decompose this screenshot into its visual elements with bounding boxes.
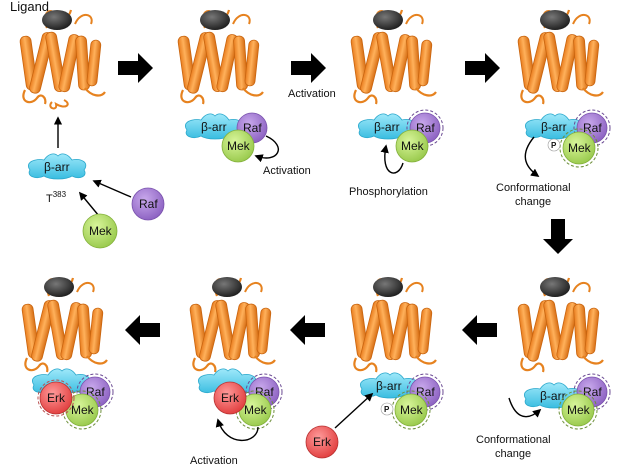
conformational-arrow — [508, 397, 542, 418]
svg-text:Mek: Mek — [89, 224, 113, 238]
mek-protein-4 — [562, 131, 596, 165]
conformational-label-line1: Conformational — [496, 182, 571, 194]
svg-text:Mek: Mek — [400, 403, 424, 417]
block-arrow-right-3 — [465, 53, 500, 83]
svg-text:Mek: Mek — [227, 139, 251, 153]
svg-text:Mek: Mek — [567, 403, 591, 417]
svg-text:Raf: Raf — [416, 121, 435, 135]
svg-text:P: P — [384, 405, 390, 414]
activation-label-bottom: Activation — [263, 165, 311, 177]
svg-text:β-arr: β-arr — [44, 160, 70, 174]
erk-protein-6 — [305, 425, 339, 459]
beta-arrestin-3: β-arr — [357, 113, 417, 140]
raf-halo — [76, 373, 114, 411]
mek-protein-2 — [221, 129, 255, 163]
panel-3-phosphorylation: β-arr Raf Mek Phosphorylation — [349, 8, 444, 198]
svg-text:Raf: Raf — [416, 385, 435, 399]
ligand-icon — [44, 277, 74, 297]
mek-halo — [391, 390, 431, 430]
panel-2-complex-formation: β-arr Raf Mek Activation — [176, 8, 311, 177]
conformational-label-line2: change — [495, 448, 531, 460]
conformational-label-line2: change — [515, 196, 551, 208]
svg-text:Raf: Raf — [583, 121, 602, 135]
ligand-label: Ligand — [10, 0, 49, 14]
svg-text:β-arr: β-arr — [540, 389, 566, 403]
ligand-icon — [373, 277, 403, 297]
t383-label: T383 — [46, 190, 67, 205]
erk-recruit-arrow — [334, 392, 374, 429]
svg-text:Raf: Raf — [139, 197, 158, 211]
mek-halo — [558, 390, 598, 430]
block-arrow-down — [543, 219, 573, 254]
svg-text:Mek: Mek — [244, 403, 268, 417]
raf-halo — [406, 109, 444, 147]
svg-text:Mek: Mek — [71, 403, 95, 417]
ligand-icon — [373, 10, 403, 30]
beta-arrestin-4: β-arr — [524, 113, 584, 140]
phosphorylation-label: Phosphorylation — [349, 186, 428, 198]
svg-text:Raf: Raf — [583, 385, 602, 399]
raf-halo — [573, 373, 611, 411]
phosphate-badge — [547, 138, 561, 152]
ligand-icon — [540, 10, 570, 30]
svg-text:Erk: Erk — [221, 391, 240, 405]
raf-halo — [245, 373, 283, 411]
svg-text:Mek: Mek — [568, 141, 592, 155]
erk-activation-arrow — [215, 418, 259, 441]
mek-protein-5 — [561, 393, 595, 427]
beta-arrestin-5: β-arr — [523, 382, 583, 409]
phosphate-badge — [380, 402, 394, 416]
conformational-arrow — [524, 136, 540, 177]
block-arrow-left-1 — [462, 315, 497, 345]
receptor-tail — [49, 99, 69, 110]
ligand-icon — [42, 10, 72, 30]
activation-label-p7: Activation — [190, 455, 238, 467]
mek-halo — [559, 128, 599, 168]
ligand-icon — [540, 277, 570, 297]
panel-6-erk-recruitment: β-arr Raf Mek P Erk — [305, 276, 444, 459]
beta-arrestin-2: β-arr — [184, 113, 244, 140]
panel-5-conformational-change: β-arr Raf Mek Conformational change — [476, 276, 611, 460]
ligand-icon — [212, 277, 242, 297]
svg-text:Erk: Erk — [313, 435, 332, 449]
svg-text:β-arr: β-arr — [541, 120, 567, 134]
conformational-label-line1: Conformational — [476, 434, 551, 446]
svg-text:β-arr: β-arr — [376, 379, 402, 393]
activation-curve-arrow — [254, 135, 279, 163]
raf-recruit-arrow — [92, 179, 132, 198]
panel-8-signaling-complex: Raf Mek Erk — [20, 276, 114, 430]
block-arrow-right-2: Activation — [288, 53, 336, 100]
panel-7-erk-activation: Raf Mek Erk Activation — [188, 276, 283, 467]
mek-protein-1 — [82, 213, 118, 249]
svg-text:Erk: Erk — [47, 391, 66, 405]
svg-text:P: P — [551, 141, 557, 150]
erk-halo — [37, 379, 75, 417]
svg-text:β-arr: β-arr — [374, 120, 400, 134]
svg-text:Raf: Raf — [86, 385, 105, 399]
raf-protein-1 — [131, 187, 165, 221]
mek-halo — [235, 390, 275, 430]
beta-arrestin-6: β-arr — [359, 372, 419, 399]
raf-halo — [406, 373, 444, 411]
block-arrow-left-2 — [290, 315, 325, 345]
svg-text:Raf: Raf — [243, 121, 262, 135]
mek-halo — [62, 390, 102, 430]
panel-4-conformational-change: β-arr Raf Mek P Conformational change — [496, 8, 611, 208]
block-arrow-left-3 — [125, 315, 160, 345]
mek-protein-3 — [395, 129, 429, 163]
ligand-icon — [200, 10, 230, 30]
raf-halo — [573, 109, 611, 147]
mek-recruit-arrow — [78, 191, 100, 217]
mek-protein-6 — [394, 393, 428, 427]
block-arrow-right-1 — [118, 53, 153, 83]
beta-arrestin-1: β-arr — [27, 153, 87, 180]
erk-protein-7 — [213, 381, 247, 415]
erk-protein-8 — [39, 381, 73, 415]
svg-text:Mek: Mek — [401, 139, 425, 153]
phosphorylation-arrow — [380, 144, 404, 174]
panel-1-inactive-receptor: Ligand β-arr T383 Raf Mek — [10, 0, 165, 249]
svg-text:β-arr: β-arr — [201, 120, 227, 134]
activation-label-top: Activation — [288, 88, 336, 100]
